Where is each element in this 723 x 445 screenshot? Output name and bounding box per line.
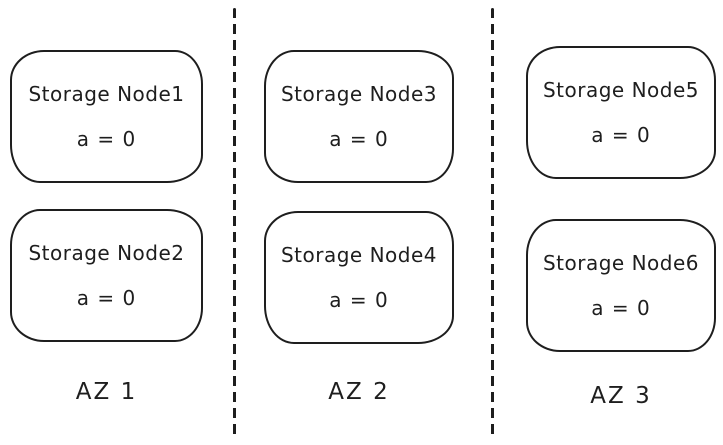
node-value: a = 0: [76, 127, 137, 151]
node-title: Storage Node2: [28, 241, 185, 265]
node-value: a = 0: [591, 123, 651, 147]
az-label: AZ 1: [75, 379, 138, 405]
storage-node-box: Storage Node3 a = 0: [264, 50, 454, 183]
availability-zone-3: Storage Node5 a = 0 Storage Node6 a = 0 …: [526, 46, 716, 408]
storage-node-box: Storage Node4 a = 0: [264, 211, 454, 344]
zone-divider-2: [491, 8, 494, 438]
node-value: a = 0: [76, 286, 137, 310]
node-title: Storage Node3: [280, 82, 438, 106]
node-title: Storage Node1: [28, 82, 185, 106]
storage-node-box: Storage Node6 a = 0: [526, 219, 716, 352]
node-value: a = 0: [329, 127, 389, 151]
az-label: AZ 3: [590, 383, 652, 409]
node-value: a = 0: [329, 288, 389, 312]
node-value: a = 0: [591, 296, 651, 320]
node-title: Storage Node5: [542, 78, 700, 102]
storage-node-box: Storage Node5 a = 0: [526, 46, 716, 179]
availability-zone-1: Storage Node1 a = 0 Storage Node2 a = 0 …: [10, 50, 203, 404]
zone-divider-1: [233, 8, 236, 438]
node-title: Storage Node6: [542, 251, 700, 275]
storage-node-box: Storage Node2 a = 0: [10, 209, 203, 342]
az-label: AZ 2: [328, 379, 390, 405]
storage-node-box: Storage Node1 a = 0: [10, 50, 203, 183]
availability-zone-2: Storage Node3 a = 0 Storage Node4 a = 0 …: [264, 50, 454, 404]
node-title: Storage Node4: [280, 243, 438, 267]
